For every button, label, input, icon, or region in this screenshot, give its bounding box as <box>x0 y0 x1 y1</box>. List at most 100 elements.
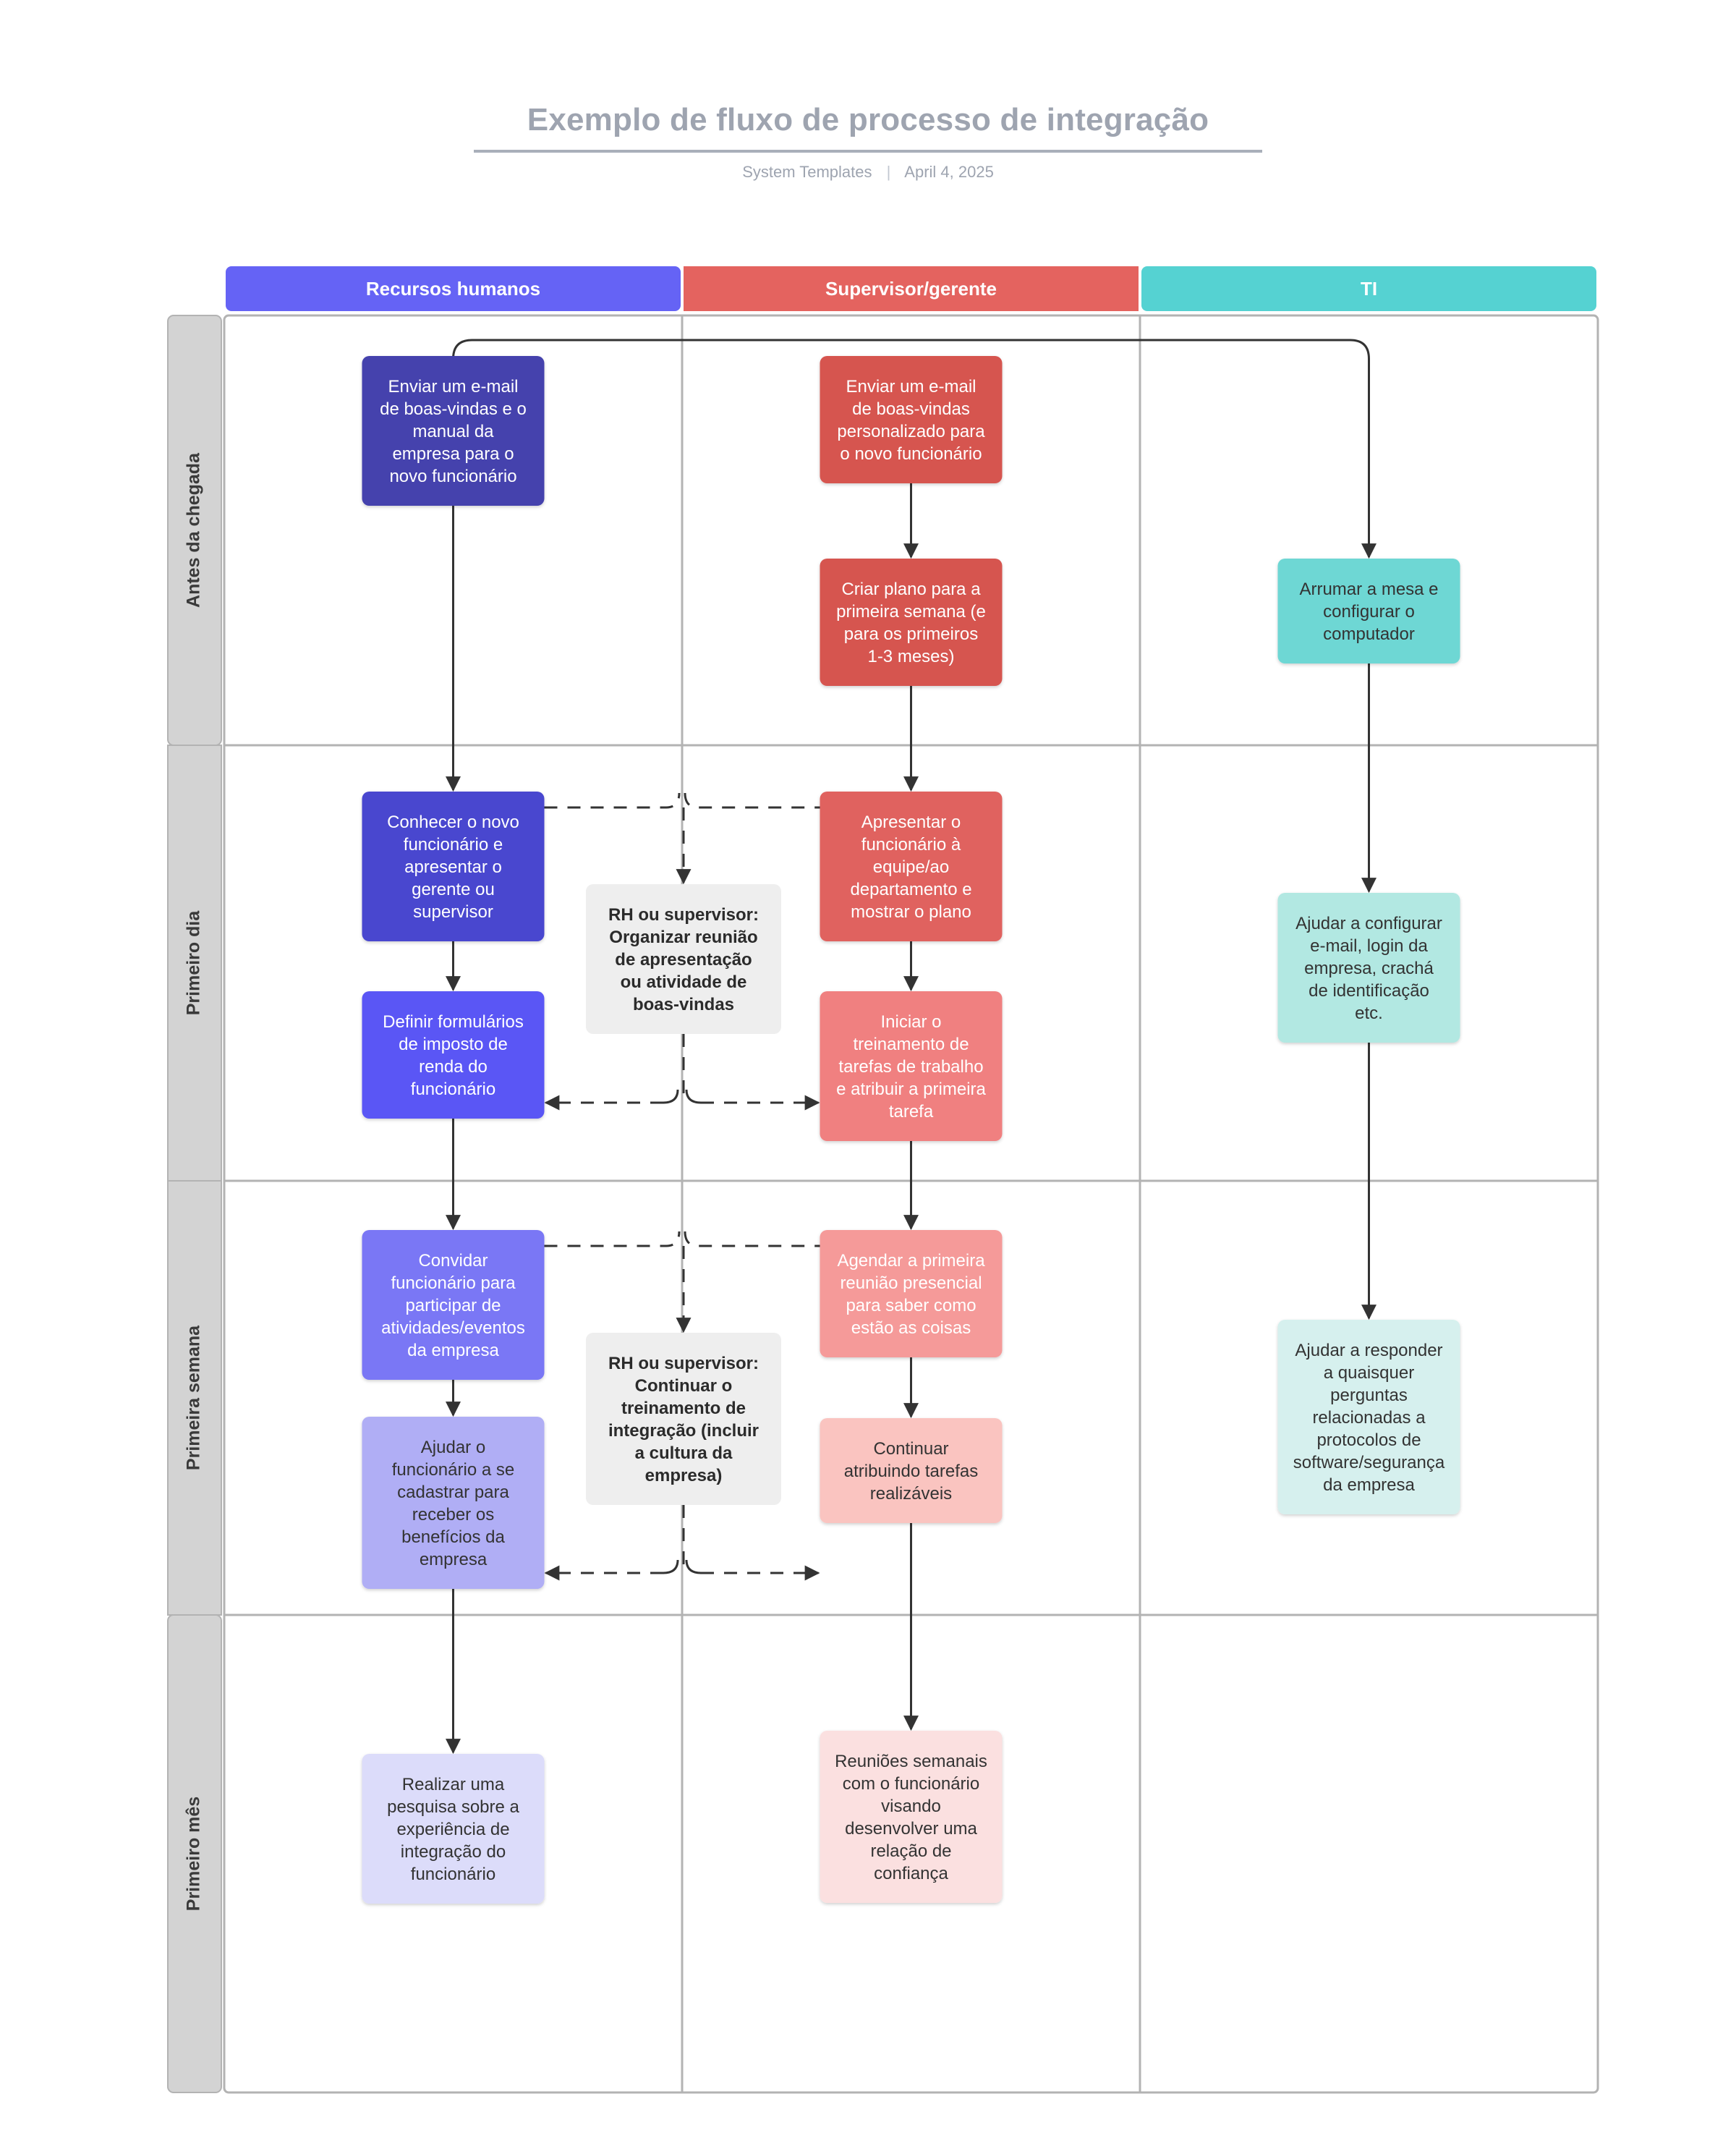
process-node-label: Enviar um e-mail <box>846 377 976 397</box>
process-node-label: integração do <box>401 1842 506 1862</box>
process-node-label: relação de <box>870 1841 951 1861</box>
process-node-label: apresentar o <box>404 857 502 877</box>
lane-header-label: TI <box>1361 278 1377 300</box>
phase-header-label: Primeiro mês <box>184 1797 204 1911</box>
process-node[interactable]: Definir formulários de imposto de renda do… <box>362 991 545 1119</box>
note-node[interactable]: RH ou supervisor: Organizar reunião de apr… <box>586 884 781 1034</box>
note-node[interactable]: RH ou supervisor:Continuar otreinamento … <box>586 1333 781 1505</box>
process-node-label: receber os <box>412 1505 494 1525</box>
process-node-label: primeira semana (e <box>836 602 986 622</box>
phase-header-month1[interactable]: Primeiro mês <box>167 1614 222 2093</box>
note-node-label: Organizar reunião <box>609 928 757 947</box>
note-node-label: a cultura da <box>635 1443 733 1463</box>
lane-header-bg <box>226 266 681 311</box>
lane-header-label: Supervisor/gerente <box>825 278 997 300</box>
process-node-label: da empresa <box>1323 1475 1415 1495</box>
process-node-label: perguntas <box>1330 1386 1408 1405</box>
process-node-label: funcionário <box>411 1865 495 1884</box>
process-node-label: Ajudar a responder <box>1295 1341 1442 1360</box>
process-node-label: Criar plano para a <box>841 580 981 599</box>
process-node-label: Convidar <box>418 1251 488 1271</box>
note-top-dashed-rail <box>544 1231 820 1247</box>
process-node-box <box>362 1754 545 1904</box>
phase-header-bg <box>167 1614 222 2093</box>
lane-header-bg <box>684 266 1139 311</box>
note-bottom-rail-jump <box>663 1089 702 1104</box>
process-node-box <box>820 991 1003 1141</box>
process-node-label: Continuar <box>873 1439 948 1459</box>
process-node-box <box>820 1418 1003 1523</box>
process-node-label: configurar o <box>1323 602 1415 622</box>
note-bottom-rail-jump <box>663 1559 702 1574</box>
process-node-label: Iniciar o <box>880 1012 941 1032</box>
process-node-label: funcionário para <box>391 1273 516 1293</box>
process-node-box <box>1277 893 1460 1043</box>
process-node-label: participar de <box>405 1296 501 1315</box>
note-node-label: de apresentação <box>615 950 752 970</box>
phase-header-label: Antes da chegada <box>184 452 204 608</box>
lane-header-it[interactable]: TI <box>1141 266 1596 311</box>
note-node-label: ou atividade de <box>621 972 747 992</box>
lane-header-bg <box>1141 266 1596 311</box>
subtitle-separator: | <box>886 162 891 181</box>
phase-header-before[interactable]: Antes da chegada <box>167 315 222 746</box>
title-block: Exemplo de fluxo de processo de integraç… <box>0 101 1736 182</box>
process-node-label: de imposto de <box>399 1035 508 1054</box>
process-node-label: Agendar a primeira <box>837 1251 985 1271</box>
process-node-label: Definir formulários <box>383 1012 524 1032</box>
lane-header-label: Recursos humanos <box>366 278 540 300</box>
process-node-box <box>362 1230 545 1380</box>
phase-header-day1[interactable]: Primeiro dia <box>167 745 222 1182</box>
process-node-label: Ajudar o <box>421 1438 485 1457</box>
document-author: System Templates <box>742 162 872 181</box>
note-node-label: RH ou supervisor: <box>608 1354 759 1373</box>
connector-hr-to-it <box>452 339 1377 559</box>
phase-header-bg <box>167 1180 222 1616</box>
process-node-label: Arrumar a mesa e <box>1299 580 1438 599</box>
process-node-label: funcionário à <box>861 835 961 855</box>
process-node-label: manual da <box>412 422 494 441</box>
process-node-box <box>1277 559 1460 663</box>
document-date: April 4, 2025 <box>904 162 994 181</box>
process-node-box <box>820 1731 1003 1903</box>
phase-header-label: Primeiro dia <box>184 910 204 1016</box>
process-node-label: funcionário e <box>404 835 503 855</box>
process-node-label: empresa para o <box>392 444 514 464</box>
lane-header-hr[interactable]: Recursos humanos <box>226 266 681 311</box>
process-node-box <box>820 356 1003 483</box>
lane-header-manager[interactable]: Supervisor/gerente <box>684 266 1139 311</box>
process-node-label: Conhecer o novo <box>387 813 519 832</box>
phase-header-week1[interactable]: Primeira semana <box>167 1180 222 1616</box>
process-node-label: renda do <box>419 1057 488 1077</box>
header-layer: Recursos humanos Supervisor/gerente TI Ante… <box>167 266 1596 2093</box>
process-node-label: visando <box>881 1797 941 1816</box>
process-node-box <box>362 1417 545 1589</box>
process-node-label: e atribuir a primeira <box>836 1080 986 1099</box>
process-node-label: cadastrar para <box>397 1483 509 1502</box>
note-node-label: RH ou supervisor: <box>608 905 759 925</box>
process-node-label: relacionadas a <box>1312 1408 1426 1428</box>
process-node-label: supervisor <box>413 902 493 922</box>
process-node-label: equipe/ao <box>873 857 949 877</box>
process-node-label: software/segurança <box>1293 1453 1445 1472</box>
process-node-box <box>1277 1320 1460 1514</box>
connector-layer <box>446 339 1377 1755</box>
process-node-label: o novo funcionário <box>840 444 982 464</box>
